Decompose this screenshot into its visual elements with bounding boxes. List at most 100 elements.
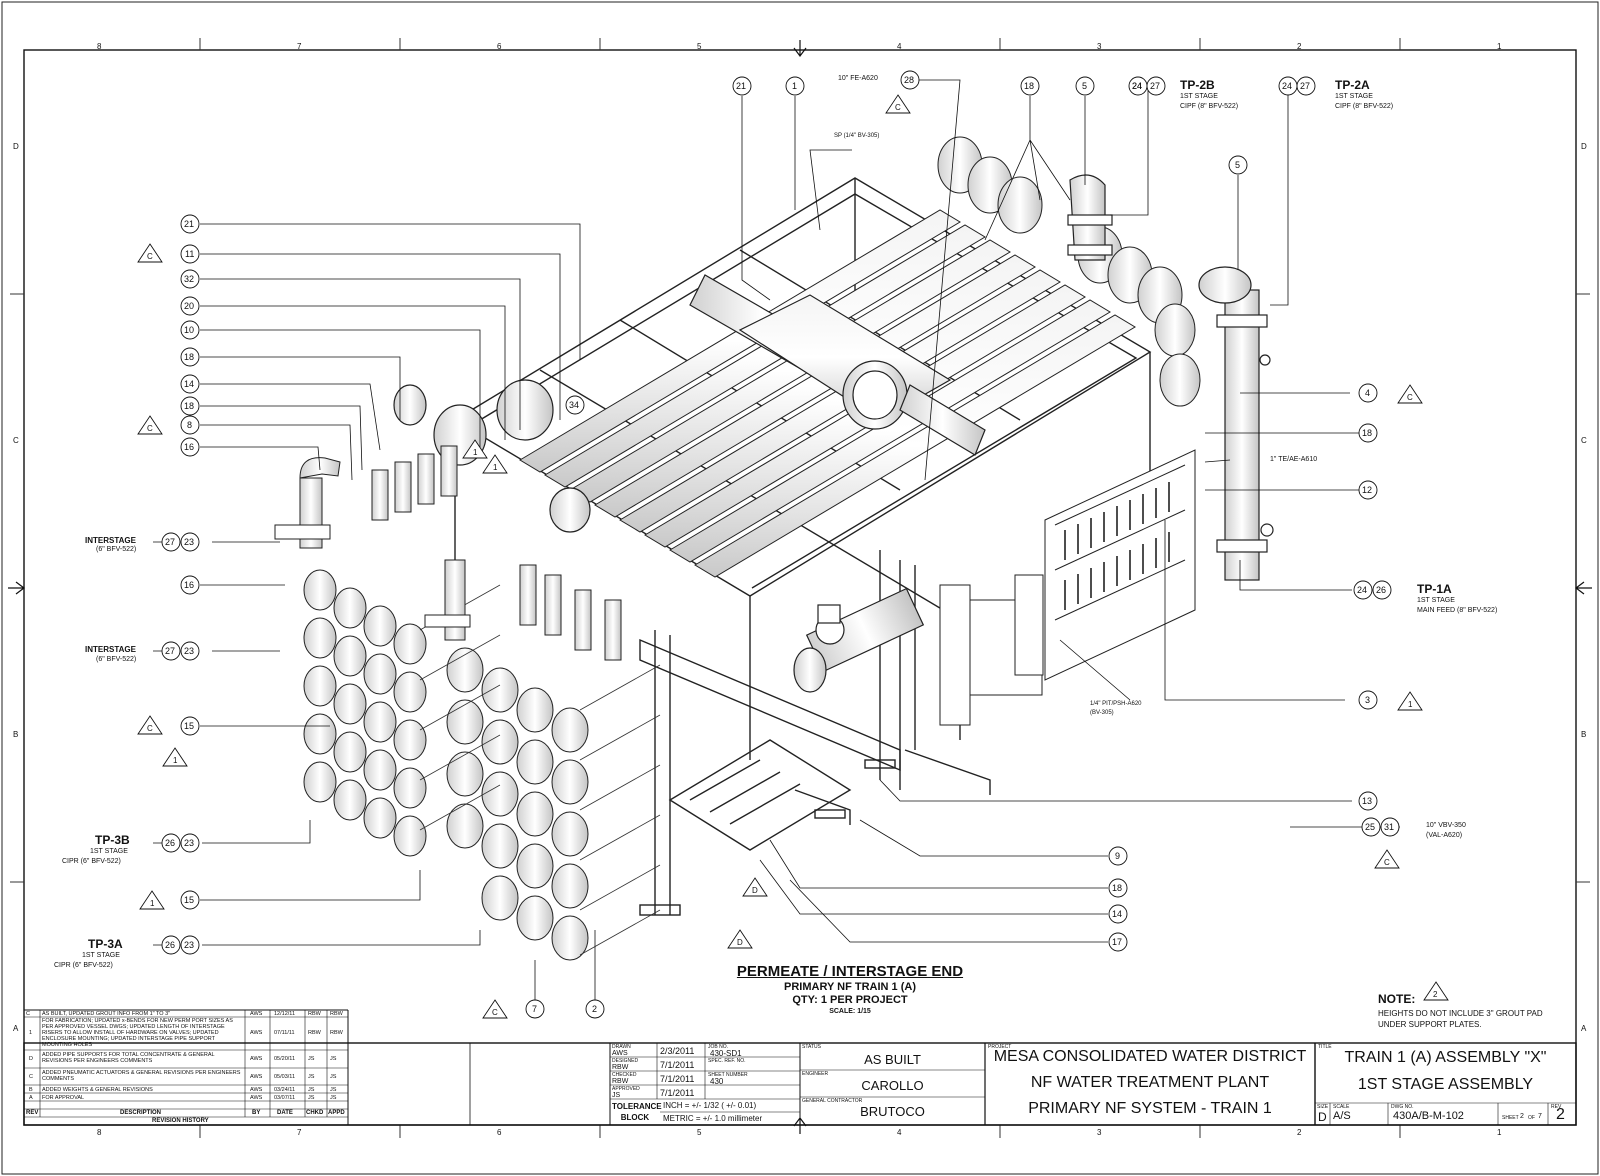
balloon-right-4: 4	[1365, 388, 1371, 398]
rev-row-6-appd: JS	[330, 1095, 337, 1101]
balloon-right-18a: 18	[1362, 428, 1373, 438]
rev-header-date: DATE	[277, 1110, 293, 1116]
tp1a-line2: MAIN FEED (8" BFV-522)	[1417, 607, 1498, 614]
tb-project-line1: MESA CONSOLIDATED WATER DISTRICT	[993, 1048, 1307, 1065]
fe-a620-label: 10" FE-A620	[838, 75, 878, 82]
vessel-ends-back	[937, 136, 1201, 407]
tb-project-line2: NF WATER TREATMENT PLANT	[1030, 1074, 1270, 1091]
balloon-left-15a: 15	[184, 721, 195, 731]
interstage2-n1: 27	[165, 646, 176, 656]
rev-mark-c: C	[895, 103, 901, 112]
pit-psh-line1: 1/4" PIT/PSH-A620	[1090, 701, 1142, 707]
zone-top-2: 2	[1297, 42, 1302, 51]
tp2b-title: TP-2B	[1180, 78, 1215, 92]
rev-row-3-date: 05/20/11	[274, 1056, 296, 1062]
tb-tolerance-inch: INCH = +/- 1/32 ( +/- 0.01)	[663, 1101, 757, 1110]
rev-header-desc: DESCRIPTION	[120, 1110, 162, 1116]
balloon-left-21: 21	[184, 219, 195, 229]
rev-row-6-date: 03/07/11	[274, 1095, 296, 1101]
rev-row-5-by: AWS	[250, 1087, 263, 1093]
rev-row-5-chkd: JS	[308, 1087, 315, 1093]
balloon-left-18b: 18	[184, 401, 195, 411]
zone-bottom-1: 1	[1497, 1128, 1502, 1137]
tb-sheet-total: 7	[1538, 1113, 1542, 1120]
tb-rev-label: REV	[1551, 1104, 1562, 1110]
tp3a-line1: 1ST STAGE	[82, 952, 120, 959]
tb-sheetno-label: SHEET NUMBER	[708, 1072, 748, 1078]
zone-bottom-3: 3	[1097, 1128, 1102, 1137]
balloon-right-3: 3	[1365, 695, 1371, 705]
zone-bottom-6: 6	[497, 1128, 502, 1137]
title-block-grid	[23, 1009, 1577, 1126]
tp3b-line2: CIPR (6" BFV-522)	[62, 858, 121, 865]
note-text-2: UNDER SUPPORT PLATES.	[1378, 1020, 1482, 1029]
leader-lines	[153, 79, 1400, 1000]
view-title: PERMEATE / INTERSTAGE END PRIMARY NF TRA…	[690, 963, 1010, 1016]
rev-row-2-rev: 1	[29, 1030, 33, 1036]
rev-header-by: BY	[252, 1110, 261, 1116]
tb-status-value: AS BUILT	[864, 1052, 921, 1067]
zone-right-d: D	[1581, 142, 1587, 151]
interstage1-title: INTERSTAGE	[85, 536, 136, 545]
tb-designed-by: RBW	[612, 1064, 629, 1071]
rev-row-1-desc: AS BUILT, UPDATED GROUT INFO FROM 1" TO …	[42, 1011, 171, 1017]
tp3a-n2: 23	[184, 940, 195, 950]
zone-top-1: 1	[1497, 42, 1502, 51]
balloon-left-16b: 16	[184, 580, 195, 590]
rev-row-1-rev: C	[26, 1011, 30, 1017]
interstage1-n1: 27	[165, 537, 176, 547]
tb-title-line1: TRAIN 1 (A) ASSEMBLY "X"	[1344, 1049, 1547, 1066]
tb-drawn-by: AWS	[612, 1050, 628, 1057]
zone-top-7: 7	[297, 42, 302, 51]
rev-mark-1: 1	[150, 899, 155, 908]
zone-bottom-4: 4	[897, 1128, 902, 1137]
tb-contractor-label: GENERAL CONTRACTOR	[802, 1098, 863, 1104]
pit-psh-line2: (BV-305)	[1090, 710, 1114, 716]
tb-scale-label: SCALE	[1333, 1104, 1350, 1110]
rev-row-4-chkd: JS	[308, 1074, 315, 1080]
tb-scale-value: A/S	[1333, 1110, 1351, 1122]
rev-row-6-rev: A	[29, 1095, 33, 1101]
tb-job-label: JOB NO.	[708, 1044, 729, 1050]
rev-row-3-desc: ADDED PIPE SUPPORTS FOR TOTAL CONCENTRAT…	[42, 1052, 215, 1064]
rev-row-5-date: 03/24/11	[274, 1087, 296, 1093]
rev-mark-c: C	[147, 252, 153, 261]
tb-sheet-label: SHEET	[1502, 1115, 1519, 1121]
zone-top-8: 8	[97, 42, 102, 51]
tp1a-title: TP-1A	[1417, 582, 1452, 596]
rev-row-6-by: AWS	[250, 1095, 263, 1101]
tp2a-line2: CIPF (8" BFV-522)	[1335, 103, 1394, 110]
tp1a-n2: 26	[1376, 585, 1387, 595]
balloon-left-8: 8	[187, 420, 193, 430]
view-title-scale: SCALE: 1/15	[829, 1008, 871, 1015]
rev-row-1-date: 12/12/11	[274, 1011, 296, 1017]
tb-engineer-label: ENGINEER	[802, 1071, 829, 1077]
tb-rev-value: 2	[1556, 1106, 1565, 1123]
zone-right-b: B	[1581, 730, 1587, 739]
rev-row-4-desc: ADDED PNEUMATIC ACTUATORS & GENERAL REVI…	[42, 1070, 241, 1082]
balloon-top-21: 21	[736, 81, 747, 91]
tp3b-line1: 1ST STAGE	[90, 848, 128, 855]
tb-title-line2: 1ST STAGE ASSEMBLY	[1357, 1076, 1534, 1093]
balloon-top-18: 18	[1024, 81, 1035, 91]
view-title-line2: QTY: 1 PER PROJECT	[792, 994, 908, 1006]
balloon-right-18b: 18	[1112, 883, 1123, 893]
view-title-main: PERMEATE / INTERSTAGE END	[736, 963, 964, 980]
note-title: NOTE:	[1378, 992, 1416, 1006]
interstage-elbow	[1067, 174, 1113, 261]
tb-drawn-label: DRAWN	[612, 1044, 631, 1050]
rev-row-3-appd: JS	[330, 1056, 337, 1062]
interstage2-title: INTERSTAGE	[85, 645, 136, 654]
rev-row-2-date: 07/11/11	[274, 1030, 295, 1036]
rev-row-2-by: AWS	[250, 1030, 263, 1036]
rev-header-rev: REV	[26, 1110, 39, 1116]
rev-mark-c: C	[1407, 393, 1413, 402]
balloon-bottom-2: 2	[592, 1004, 598, 1014]
balloon-top-24a: 24	[1132, 81, 1143, 91]
tp1a-line1: 1ST STAGE	[1417, 597, 1455, 604]
tb-size-value: D	[1318, 1110, 1327, 1124]
tb-job-value: 430-SD1	[710, 1049, 742, 1058]
tb-dwg-value: 430A/B-M-102	[1393, 1110, 1464, 1122]
balloon-left-32: 32	[184, 274, 195, 284]
balloon-left-10: 10	[184, 325, 195, 335]
